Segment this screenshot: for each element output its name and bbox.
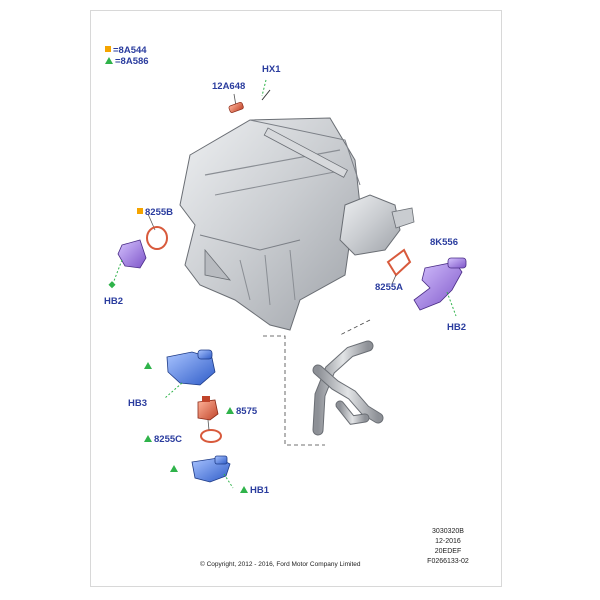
green-triangle-icon <box>226 407 234 414</box>
orange-square-icon <box>137 208 143 214</box>
legend-row-triangle: =8A586 <box>105 57 149 67</box>
green-triangle-icon <box>170 465 178 472</box>
hx1-pin <box>261 89 271 101</box>
green-triangle-icon <box>105 57 113 64</box>
green-triangle-icon <box>240 486 248 493</box>
callout-triangle-upper-outlet <box>144 362 154 372</box>
dash-connector-2 <box>339 319 371 336</box>
stack-leader <box>207 419 210 431</box>
engine-block <box>179 117 361 331</box>
cover-purple-left <box>117 239 147 269</box>
diagram-frame <box>90 10 502 587</box>
fuel-rail <box>263 127 349 178</box>
legend-text-8a586: =8A586 <box>115 56 149 67</box>
callout-hx1: HX1 <box>262 64 281 75</box>
callout-triangle-lower-housing <box>170 465 180 475</box>
legend-row-square: =8A544 <box>105 46 147 56</box>
code-line-3: 20EDEF <box>434 548 462 555</box>
dash-connector-1 <box>263 335 325 446</box>
callout-8255c-text: 8255C <box>154 434 182 445</box>
gasket-8255b <box>146 213 168 250</box>
hb1-leader <box>223 473 234 489</box>
callout-hb3: HB3 <box>128 398 148 409</box>
code-line-1: 3030320B <box>432 528 464 535</box>
code-line-2: 12-2016 <box>435 538 461 545</box>
gasket-8255a <box>386 248 412 285</box>
sensor-12a648 <box>228 93 244 113</box>
hb3-leader <box>164 382 183 399</box>
water-outlet-upper <box>166 349 216 386</box>
thermostat-8575 <box>197 396 219 421</box>
coolant-pipe <box>312 340 384 436</box>
legend-text-8a544: =8A544 <box>113 45 147 56</box>
hb2-left-bolt <box>108 281 116 289</box>
callout-8k556: 8K556 <box>430 237 458 248</box>
exhaust-manifold <box>339 194 415 256</box>
copyright-text: © Copyright, 2012 - 2016, Ford Motor Com… <box>200 561 361 568</box>
reference-codes: 3030320B 12-2016 20EDEF F0266133-02 <box>418 527 478 567</box>
callout-8575: 8575 <box>226 407 257 417</box>
hb2-left-leader <box>111 259 123 287</box>
hb2-right-leader <box>446 291 457 317</box>
callout-12a648: 12A648 <box>212 81 246 92</box>
callout-hb2-right: HB2 <box>447 322 467 333</box>
callout-hb1-text: HB1 <box>250 485 270 496</box>
callout-8255b: 8255B <box>137 208 173 218</box>
callout-8255c: 8255C <box>144 435 182 445</box>
callout-hb1: HB1 <box>240 486 269 496</box>
green-triangle-icon <box>144 435 152 442</box>
callout-8575-text: 8575 <box>236 406 258 417</box>
callout-8255a: 8255A <box>375 282 403 293</box>
code-line-4: F0266133-02 <box>427 558 469 565</box>
green-triangle-icon <box>144 362 152 369</box>
water-housing-lower <box>191 455 231 483</box>
gasket-8255c-ring <box>200 429 222 443</box>
housing-8k556 <box>413 257 467 311</box>
hx1-leader <box>261 79 267 97</box>
callout-8255b-text: 8255B <box>145 207 173 218</box>
callout-hb2-left: HB2 <box>104 296 124 307</box>
orange-square-icon <box>105 46 111 52</box>
